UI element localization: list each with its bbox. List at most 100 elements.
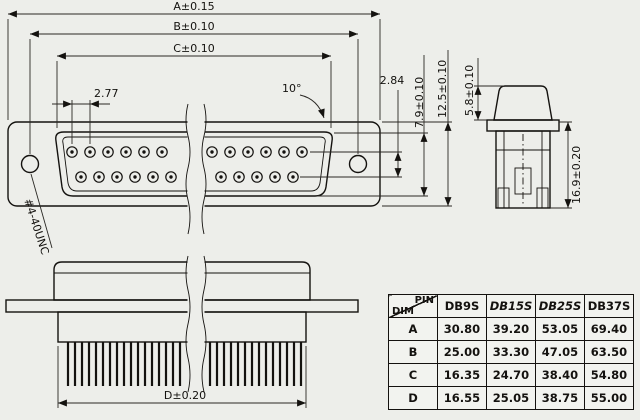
column-header-db15s: DB15S [486, 294, 536, 318]
socket-pin [111, 171, 123, 183]
table-cell: 55.00 [584, 386, 634, 410]
solder-pin [129, 342, 133, 386]
solder-pin [157, 342, 161, 386]
solder-pin [115, 342, 119, 386]
table-cell: 25.00 [437, 340, 487, 364]
solder-pin [292, 342, 296, 386]
connector-body [495, 130, 551, 209]
dimension-overall-height: 16.9±0.20 [550, 121, 583, 209]
socket-pin [260, 146, 272, 158]
solder-pin [243, 342, 247, 386]
insulator-body [57, 311, 307, 343]
column-header-db25s: DB25S [535, 294, 585, 318]
solder-pin [215, 342, 219, 386]
solder-pin [150, 342, 154, 386]
flange-edge [486, 119, 560, 132]
dshell-inner [62, 136, 326, 192]
socket-pin [287, 171, 299, 183]
mating-depth-label: 5.8±0.10 [463, 65, 476, 116]
solder-pin [164, 342, 168, 386]
solder-pin [136, 342, 140, 386]
break-line [201, 103, 207, 235]
overall-height-label: 16.9±0.20 [570, 146, 583, 204]
flange-plate [5, 299, 359, 313]
table-cell: 33.30 [486, 340, 536, 364]
dimension-row-spacing: 2.84 [300, 74, 405, 178]
solder-pin [250, 342, 254, 386]
solder-pin [285, 342, 289, 386]
socket-pin [206, 146, 218, 158]
socket-pin [251, 171, 263, 183]
dim-c-label: C±0.10 [173, 42, 214, 55]
table-cell: 30.80 [437, 317, 487, 341]
solder-pin [94, 342, 98, 386]
mounting-hole-right [348, 154, 368, 174]
table-cell: 16.35 [437, 363, 487, 387]
column-header-db37s: DB37S [584, 294, 634, 318]
table-cell: 63.50 [584, 340, 634, 364]
solder-pin [122, 342, 126, 386]
socket-pin [129, 171, 141, 183]
dimension-c: C±0.10 [56, 42, 332, 128]
table-cell: 69.40 [584, 317, 634, 341]
solder-pin [143, 342, 147, 386]
leader-line [30, 173, 53, 249]
flange-height-label: 12.5±0.10 [436, 60, 449, 118]
socket-pin [278, 146, 290, 158]
dim-d-label: D±0.20 [164, 389, 206, 402]
mounting-hole-left [20, 154, 40, 174]
dimension-a: A±0.15 [7, 0, 381, 120]
solder-pin [208, 342, 212, 386]
latch-right [536, 187, 549, 209]
hood-profile [53, 261, 311, 301]
solder-pins [66, 342, 303, 386]
dim-b-label: B±0.10 [173, 20, 214, 33]
pitch-label: 2.77 [94, 87, 119, 100]
table-row-a: A 30.80 39.20 53.05 69.40 [388, 317, 634, 341]
dimension-mating-depth: 5.8±0.10 [463, 58, 504, 121]
break-mask [187, 105, 205, 232]
row-spacing-label: 2.84 [380, 74, 405, 87]
thread-callout: #4-40UNC [21, 173, 53, 257]
table-cell: 39.20 [486, 317, 536, 341]
socket-pin [296, 146, 308, 158]
socket-pin [102, 146, 114, 158]
solder-pin [299, 342, 303, 386]
solder-pin [257, 342, 261, 386]
side-view [486, 85, 560, 209]
solder-pin [171, 342, 175, 386]
socket-pin [147, 171, 159, 183]
solder-pin [264, 342, 268, 386]
solder-pin [66, 342, 70, 386]
break-mask [187, 257, 205, 391]
solder-pin [73, 342, 77, 386]
dimension-d: D±0.20 [57, 346, 307, 408]
table-cell: 38.75 [535, 386, 585, 410]
table-corner-cell: PIN DIM [388, 294, 438, 318]
socket-pin [156, 146, 168, 158]
dim-a-label: A±0.15 [173, 0, 214, 13]
column-header-db9s: DB9S [437, 294, 487, 318]
solder-pin [178, 342, 182, 386]
socket-pin [242, 146, 254, 158]
latch-left [497, 187, 510, 209]
table-cell: 25.05 [486, 386, 536, 410]
socket-pin [120, 146, 132, 158]
table-cell: 16.55 [437, 386, 487, 410]
corner-dim-label: DIM [392, 306, 414, 317]
corner-pin-label: PIN [414, 295, 434, 306]
socket-pin [66, 146, 78, 158]
row-label: A [388, 317, 438, 341]
solder-pin [278, 342, 282, 386]
table-header-row: PIN DIM DB9S DB15S DB25S DB37S [388, 294, 634, 318]
dimension-table: PIN DIM DB9S DB15S DB25S DB37S A 30.80 3… [388, 294, 634, 410]
angle-label: 10° [282, 82, 302, 95]
solder-pin [80, 342, 84, 386]
dimension-flange-height: 12.5±0.10 [382, 50, 452, 207]
socket-pin [138, 146, 150, 158]
solder-pin [229, 342, 233, 386]
table-row-c: C 16.35 24.70 38.40 54.80 [388, 363, 634, 387]
table-cell: 53.05 [535, 317, 585, 341]
socket-pin [165, 171, 177, 183]
